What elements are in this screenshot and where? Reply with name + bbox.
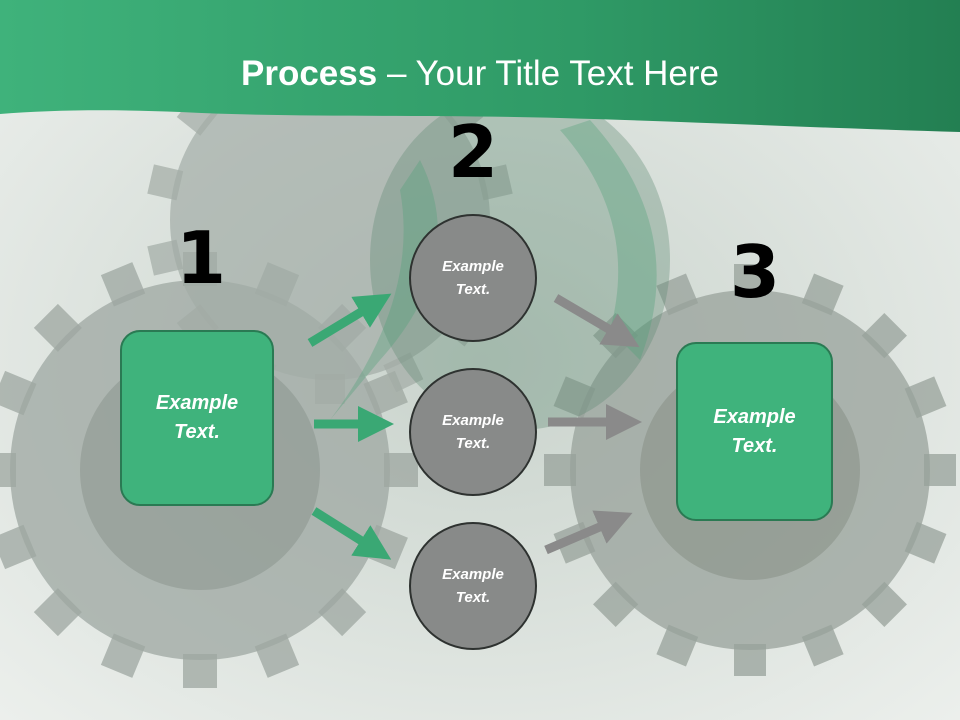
- circle-2-text: Example Text.: [442, 412, 504, 452]
- gear-tooth: [801, 273, 844, 316]
- step-2-circle-1: Example Text.: [409, 214, 537, 342]
- gear-tooth: [0, 370, 37, 416]
- gear-tooth: [734, 264, 766, 296]
- gear-top-icon: [170, 60, 490, 380]
- step-number-2: 2: [448, 110, 499, 194]
- title-bold: Process: [241, 54, 378, 93]
- slide-title: Process – Your Title Text Here: [0, 52, 960, 96]
- arrow-1-to-circle-3: [311, 507, 392, 560]
- step-2-circle-2: Example Text.: [409, 368, 537, 496]
- step-2-circle-3: Example Text.: [409, 522, 537, 650]
- step-number-1: 1: [176, 216, 227, 300]
- gear-tooth: [183, 654, 217, 688]
- gear-tooth: [553, 376, 596, 419]
- arrow-1-to-circle-1: [307, 293, 392, 347]
- gear-tooth: [0, 524, 37, 570]
- header-band: [0, 0, 960, 132]
- gear-tooth: [924, 454, 956, 486]
- step-3-box-text: Example Text.: [713, 405, 796, 457]
- arrow-circle-1-to-3: [553, 294, 640, 348]
- gear-tooth: [0, 453, 16, 487]
- gear-tooth: [384, 453, 418, 487]
- gear-tooth: [904, 521, 947, 564]
- circle-1-text: Example Text.: [442, 258, 504, 298]
- gear-tooth: [801, 624, 844, 667]
- step-number-3: 3: [730, 230, 781, 314]
- step-3-box: Example Text.: [676, 342, 833, 521]
- gear-tooth: [734, 644, 766, 676]
- gear-tooth: [147, 164, 184, 201]
- gear-tooth: [100, 262, 146, 307]
- step-1-box: Example Text.: [120, 330, 274, 506]
- gear-tooth: [544, 454, 576, 486]
- circle-3-text: Example Text.: [442, 566, 504, 606]
- gear-tooth: [904, 376, 947, 419]
- title-rest: – Your Title Text Here: [377, 54, 719, 93]
- gear-tooth: [861, 313, 907, 359]
- arrow-circle-3-to-3: [544, 510, 633, 555]
- gear-tooth: [476, 164, 513, 201]
- gear-tooth: [147, 239, 184, 276]
- gear-tooth: [315, 374, 345, 404]
- gear-tooth: [254, 633, 300, 678]
- step-1-box-text: Example Text.: [155, 392, 239, 443]
- gear-tooth: [100, 633, 146, 678]
- gear-tooth: [656, 624, 699, 667]
- gear-tooth: [383, 352, 424, 393]
- gear-tooth: [656, 273, 699, 316]
